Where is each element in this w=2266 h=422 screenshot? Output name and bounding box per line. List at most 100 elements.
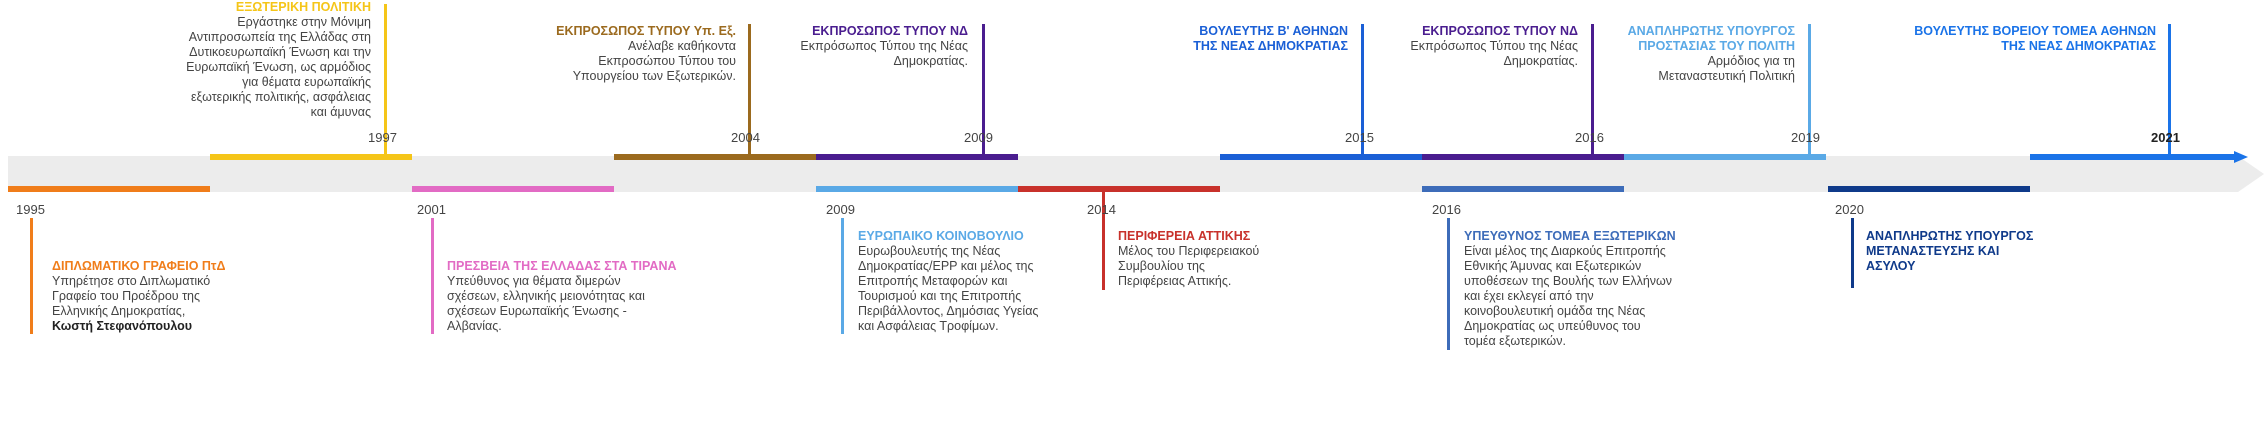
event-text: Περιφέρειας Αττικής. <box>1118 274 1232 288</box>
event-text: Τουρισμού και της Επιτροπής <box>858 289 1022 303</box>
event-2009-bottom: ΕΥΡΩΠΑΙΚΟ ΚΟΙΝΟΒΟΥΛΙΟ Ευρωβουλευτής της … <box>858 229 1038 334</box>
event-text: Αντιπροσωπεία της Ελλάδας στη <box>188 30 371 44</box>
year-2004: 2004 <box>731 130 760 145</box>
event-title: ΜΕΤΑΝΑΣΤΕΥΣΗΣ ΚΑΙ <box>1866 244 2000 258</box>
event-text: Δημοκρατίας. <box>1503 54 1578 68</box>
year-2021: 2021 <box>2151 130 2180 145</box>
event-text: Εργάστηκε στην Μόνιμη <box>237 15 371 29</box>
year-1997: 1997 <box>368 130 397 145</box>
event-text: και έχει εκλεγεί από την <box>1464 289 1594 303</box>
segment-2009-bottom <box>816 186 1018 192</box>
segment-1995 <box>8 186 210 192</box>
segment-2016-bottom <box>1422 186 1624 192</box>
segment-2001 <box>412 186 614 192</box>
event-title: ΥΠΕΥΘΥΝΟΣ ΤΟΜΕΑ ΕΞΩΤΕΡΙΚΩΝ <box>1464 229 1676 243</box>
event-text: Υπεύθυνος για θέματα διμερών <box>447 274 621 288</box>
event-1997: ΕΞΩΤΕΡΙΚΗ ΠΟΛΙΤΙΚΗ Εργάστηκε στην Μόνιμη… <box>186 0 371 120</box>
event-title: ΠΡΟΣΤΑΣΙΑΣ ΤΟΥ ΠΟΛΙΤΗ <box>1638 39 1795 53</box>
event-title: ΕΚΠΡΟΣΩΠΟΣ ΤΥΠΟΥ Υπ. Εξ. <box>556 24 736 38</box>
event-text: για θέματα ευρωπαϊκής <box>242 75 371 89</box>
event-text: Εκπρόσωπος Τύπου της Νέας <box>1410 39 1578 53</box>
year-2020: 2020 <box>1835 202 1864 217</box>
segment-2021-arrow <box>2234 151 2248 163</box>
year-2001: 2001 <box>417 202 446 217</box>
event-2019: ΑΝΑΠΛΗΡΩΤΗΣ ΥΠΟΥΡΓΟΣ ΠΡΟΣΤΑΣΙΑΣ ΤΟΥ ΠΟΛΙ… <box>1628 24 1795 84</box>
event-text: Μέλος του Περιφερειακού <box>1118 244 1260 258</box>
event-title: ΑΣΥΛΟΥ <box>1866 259 1916 273</box>
event-text: σχέσεων Ευρωπαϊκής Ένωσης - <box>447 304 627 318</box>
event-title: ΒΟΥΛΕΥΤΗΣ ΒΟΡΕΙΟΥ ΤΟΜΕΑ ΑΘΗΝΩΝ <box>1914 24 2156 38</box>
event-2009-top: ΕΚΠΡΟΣΩΠΟΣ ΤΥΠΟΥ ΝΔ Εκπρόσωπος Τύπου της… <box>800 24 968 69</box>
event-2001: ΠΡΕΣΒΕΙΑ ΤΗΣ ΕΛΛΑΔΑΣ ΣΤΑ ΤΙΡΑΝΑ Υπεύθυνο… <box>447 259 677 334</box>
event-text: Υπουργείου των Εξωτερικών. <box>572 69 736 83</box>
event-title: ΕΥΡΩΠΑΙΚΟ ΚΟΙΝΟΒΟΥΛΙΟ <box>858 229 1024 243</box>
event-text: Αλβανίας. <box>447 319 502 333</box>
event-text: Αρμόδιος για τη <box>1707 54 1795 68</box>
marker-2021 <box>2168 24 2171 154</box>
event-text: κοινοβουλευτική ομάδα της Νέας <box>1464 304 1646 318</box>
event-title: ΕΚΠΡΟΣΩΠΟΣ ΤΥΠΟΥ ΝΔ <box>812 24 968 38</box>
event-2014: ΠΕΡΙΦΕΡΕΙΑ ΑΤΤΙΚΗΣ Μέλος του Περιφερειακ… <box>1118 229 1259 289</box>
event-text: Ευρωπαϊκή Ένωση, ως αρμόδιος <box>186 60 371 74</box>
event-title: ΑΝΑΠΛΗΡΩΤΗΣ ΥΠΟΥΡΓΟΣ <box>1866 229 2034 243</box>
event-text: Εκπροσώπου Τύπου του <box>598 54 736 68</box>
event-2016-top: ΕΚΠΡΟΣΩΠΟΣ ΤΥΠΟΥ ΝΔ Εκπρόσωπος Τύπου της… <box>1410 24 1578 69</box>
event-text: εξωτερικής πολιτικής, ασφάλειας <box>190 90 371 104</box>
year-2009-bottom: 2009 <box>826 202 855 217</box>
marker-2016-top <box>1591 24 1594 154</box>
event-text: Είναι μέλος της Διαρκούς Επιτροπής <box>1464 244 1666 258</box>
year-1995: 1995 <box>16 202 45 217</box>
event-text: Δημοκρατίας ως υπεύθυνος του <box>1464 319 1641 333</box>
segment-2020 <box>1828 186 2030 192</box>
marker-2015 <box>1361 24 1364 154</box>
event-text: Δημοκρατίας/ΕΡΡ και μέλος της <box>858 259 1034 273</box>
event-text: σχέσεων, ελληνικής μειονότητας και <box>447 289 645 303</box>
segment-2004 <box>614 154 816 160</box>
event-text: Εθνικής Άμυνας και Εξωτερικών <box>1464 259 1642 273</box>
marker-2001 <box>431 218 434 334</box>
segment-2015 <box>1220 154 1422 160</box>
marker-2016-bottom <box>1447 218 1450 350</box>
event-text: Επιτροπής Μεταφορών και <box>858 274 1008 288</box>
event-text-strong: Κωστή Στεφανόπουλου <box>52 319 193 333</box>
year-2014: 2014 <box>1087 202 1116 217</box>
event-text: Εκπρόσωπος Τύπου της Νέας <box>800 39 968 53</box>
year-2016-top: 2016 <box>1575 130 1604 145</box>
event-text: Ελληνικής Δημοκρατίας, <box>52 304 186 318</box>
event-title: ΤΗΣ ΝΕΑΣ ΔΗΜΟΚΡΑΤΙΑΣ <box>1193 39 1348 53</box>
event-title: ΔΙΠΛΩΜΑΤΙΚΟ ΓΡΑΦΕΙΟ ΠτΔ <box>52 259 226 273</box>
event-text: Ευρωβουλευτής της Νέας <box>858 244 1001 258</box>
event-text: Γραφείο του Προέδρου της <box>52 289 201 303</box>
event-text: Δημοκρατίας. <box>893 54 968 68</box>
segment-2019 <box>1624 154 1826 160</box>
year-2009-top: 2009 <box>964 130 993 145</box>
event-text: υποθέσεων της Βουλής των Ελλήνων <box>1464 274 1673 288</box>
segment-2014 <box>1018 186 1220 192</box>
year-2015: 2015 <box>1345 130 1374 145</box>
marker-2014 <box>1102 192 1105 290</box>
marker-1997 <box>384 4 387 154</box>
event-text: Περιβάλλοντος, Δημόσιας Υγείας <box>858 304 1039 318</box>
marker-2004 <box>748 24 751 154</box>
marker-2020 <box>1851 218 1854 288</box>
event-title: ΤΗΣ ΝΕΑΣ ΔΗΜΟΚΡΑΤΙΑΣ <box>2001 39 2156 53</box>
year-2016-bottom: 2016 <box>1432 202 1461 217</box>
event-text: και άμυνας <box>310 105 371 119</box>
event-text: Υπηρέτησε στο Διπλωματικό <box>52 274 211 288</box>
event-title: ΠΕΡΙΦΕΡΕΙΑ ΑΤΤΙΚΗΣ <box>1118 229 1251 243</box>
segment-2009-top <box>816 154 1018 160</box>
marker-2009-bottom <box>841 218 844 334</box>
year-2019: 2019 <box>1791 130 1820 145</box>
event-title: ΠΡΕΣΒΕΙΑ ΤΗΣ ΕΛΛΑΔΑΣ ΣΤΑ ΤΙΡΑΝΑ <box>447 259 677 273</box>
event-2021: ΒΟΥΛΕΥΤΗΣ ΒΟΡΕΙΟΥ ΤΟΜΕΑ ΑΘΗΝΩΝ ΤΗΣ ΝΕΑΣ … <box>1914 24 2156 54</box>
event-text: Συμβουλίου της <box>1118 259 1205 273</box>
event-2016-bottom: ΥΠΕΥΘΥΝΟΣ ΤΟΜΕΑ ΕΞΩΤΕΡΙΚΩΝ Είναι μέλος τ… <box>1464 229 1676 349</box>
segment-1997 <box>210 154 412 160</box>
segment-2021 <box>2030 154 2234 160</box>
event-text: Δυτικοευρωπαϊκή Ένωση και την <box>189 45 371 59</box>
event-title: ΕΞΩΤΕΡΙΚΗ ΠΟΛΙΤΙΚΗ <box>235 0 371 14</box>
marker-2009-top <box>982 24 985 154</box>
marker-2019 <box>1808 24 1811 154</box>
segment-2016-top <box>1422 154 1624 160</box>
